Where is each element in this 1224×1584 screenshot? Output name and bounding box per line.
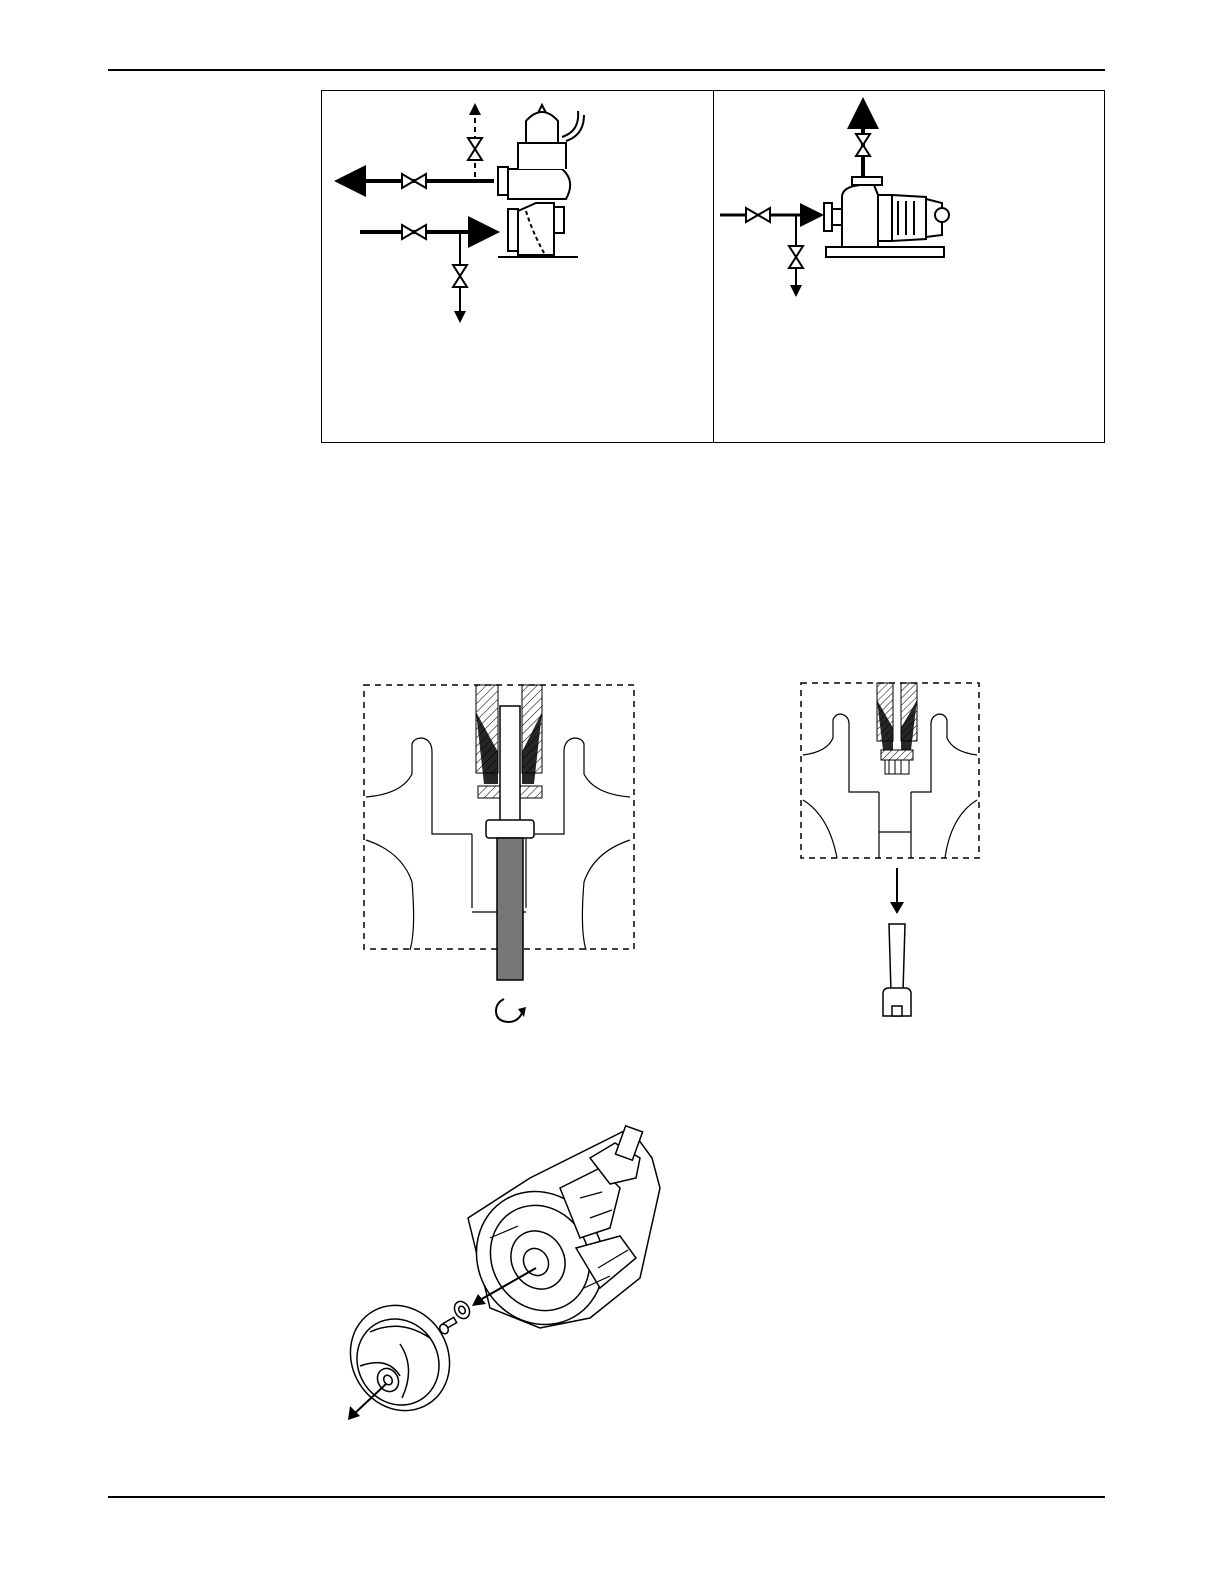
impeller-removal-exploded-figure [340, 1118, 670, 1430]
submersible-installation-panel [322, 91, 713, 442]
valve-icon [453, 265, 467, 287]
down-arrow-icon [890, 868, 904, 914]
valve-icon [746, 208, 770, 222]
dry-installation-panel [713, 91, 1105, 442]
installation-figure-box [321, 90, 1105, 443]
dry-pump-diagram [714, 91, 1105, 444]
valve-icon [468, 138, 482, 160]
horizontal-pump-icon [824, 177, 949, 257]
impeller-screw-icon [500, 706, 520, 826]
valve-icon [789, 246, 803, 268]
impeller-screw-removal-figure [799, 680, 983, 1025]
screw-icon [883, 924, 911, 1016]
footer-rule [108, 1496, 1105, 1498]
valve-icon [402, 174, 426, 188]
valve-icon [856, 134, 870, 156]
valve-icon [402, 225, 426, 239]
submersible-pump-diagram [322, 91, 713, 444]
hex-key-tool-icon [497, 838, 523, 980]
rotate-icon [496, 999, 526, 1022]
submersible-pump-icon [498, 105, 584, 257]
impeller-icon [340, 1287, 469, 1429]
impeller-screw-loosening-figure [362, 682, 638, 1027]
header-rule [108, 69, 1105, 71]
pump-housing-icon [452, 1126, 660, 1348]
